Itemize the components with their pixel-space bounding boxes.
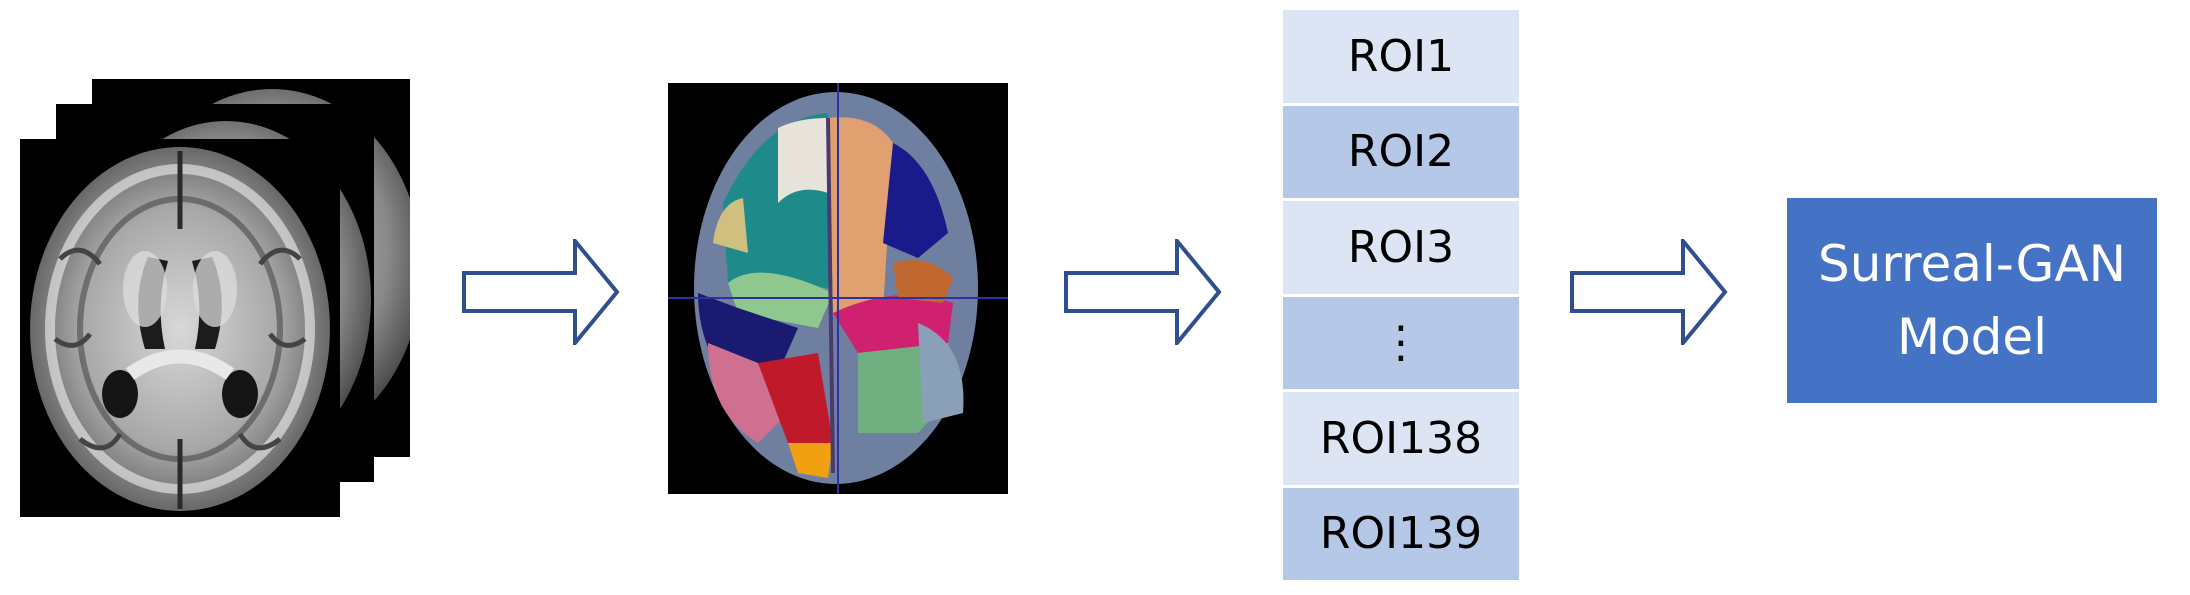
roi-cell: ROI138 bbox=[1283, 392, 1519, 488]
roi-cell: ROI3 bbox=[1283, 201, 1519, 297]
right-arrow-icon bbox=[462, 239, 620, 345]
roi-cell: ROI2 bbox=[1283, 105, 1519, 201]
mri-slice-stack bbox=[20, 75, 420, 525]
right-arrow-icon bbox=[1064, 239, 1222, 345]
model-title-line2: Model bbox=[1896, 307, 2048, 366]
mri-slice-front bbox=[20, 139, 340, 517]
roi-cell: ROI139 bbox=[1283, 487, 1519, 580]
roi-ellipsis-cell: ⋮ bbox=[1283, 296, 1519, 392]
surreal-gan-model-box: Surreal-GAN Model bbox=[1787, 198, 2157, 403]
roi-feature-table: ROI1 ROI2 ROI3 ⋮ ROI138 ROI139 bbox=[1283, 10, 1519, 580]
roi-cell: ROI1 bbox=[1283, 10, 1519, 106]
model-title-line1: Surreal-GAN bbox=[1817, 235, 2127, 293]
right-arrow-icon bbox=[1570, 239, 1728, 345]
brain-parcellation-image bbox=[668, 83, 1008, 494]
